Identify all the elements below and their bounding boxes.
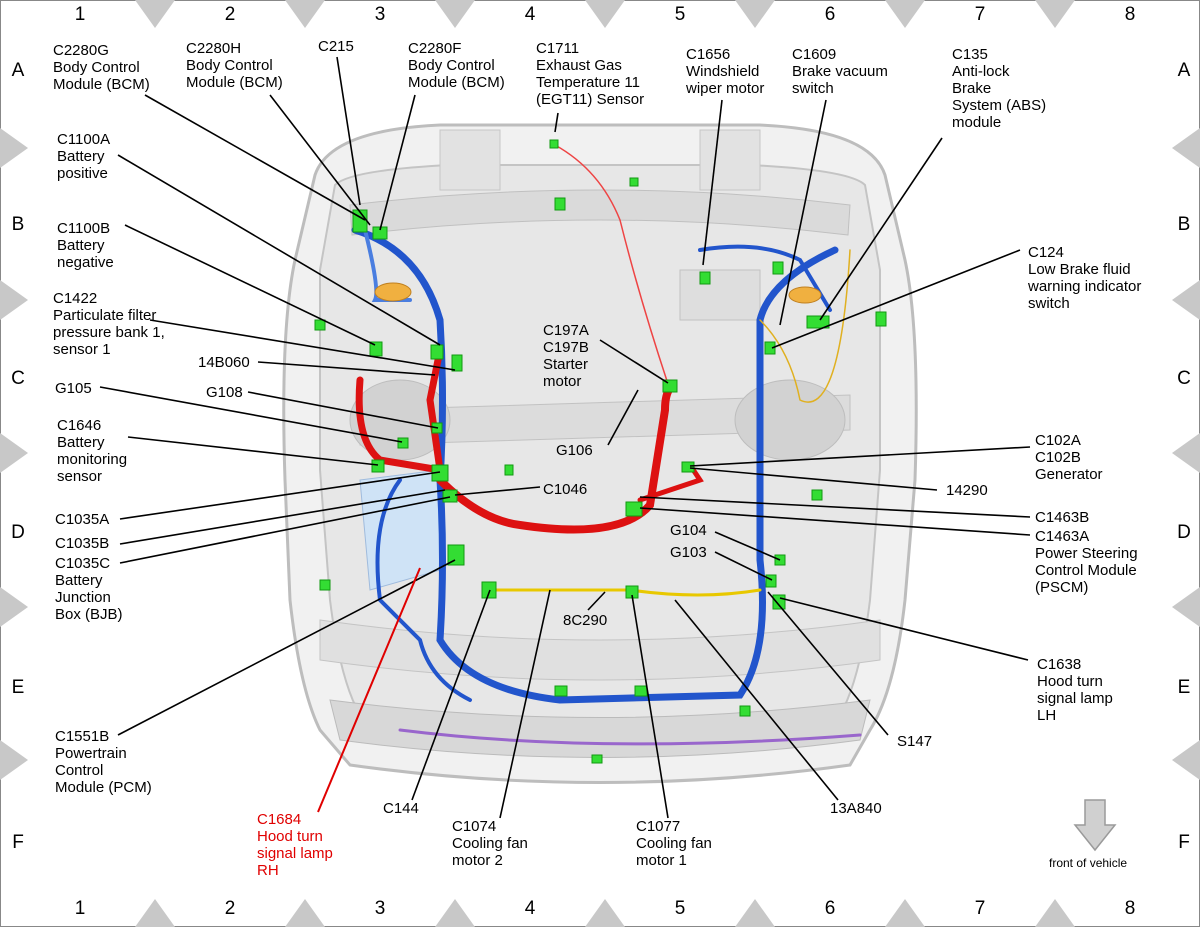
grid-row-f: F [1178,832,1190,853]
label-s147: S147 [897,733,933,750]
label-13a840: 13A840 [830,800,882,817]
label-14290: 14290 [946,482,988,499]
grid-col-5: 5 [674,4,686,25]
grid-row-e: E [1177,677,1191,698]
grid-row-c: C [11,368,25,389]
label-c144: C144 [383,800,419,817]
grid-col-3: 3 [374,898,386,919]
front-of-vehicle-label: front of vehicle [1049,856,1128,870]
grid-col-8: 8 [1124,4,1136,25]
label-g105: G105 [55,380,92,397]
grid-col-7: 7 [974,898,986,919]
label-c1035b: C1035B [55,535,110,552]
highlight-leader-line [317,567,421,813]
front-of-vehicle-arrow-icon [1073,799,1117,852]
grid-row-b: B [11,214,25,235]
label-g103: G103 [670,544,707,561]
grid-col-6: 6 [824,4,836,25]
grid-col-2: 2 [224,898,236,919]
vehicle-body [282,123,918,784]
label-c1463b: C1463B [1035,509,1090,526]
label-8c290: 8C290 [563,612,608,629]
grid-row-a: A [1177,60,1191,81]
label-g106: G106 [556,442,593,459]
grid-col-8: 8 [1124,898,1136,919]
grid-row-a: A [11,60,25,81]
label-14b060: 14B060 [198,354,250,371]
harnesses [351,144,862,746]
grid-col-7: 7 [974,4,986,25]
label-g104: G104 [670,522,707,539]
grid-col-6: 6 [824,898,836,919]
label-c215: C215 [318,38,354,55]
grid-row-b: B [1177,214,1191,235]
grid-col-4: 4 [524,898,536,919]
label-g108: G108 [206,384,243,401]
connectors [314,139,887,764]
leader-lines [99,56,1031,819]
grid-col-1: 1 [74,4,86,25]
grid-col-5: 5 [674,898,686,919]
grid-col-3: 3 [374,4,386,25]
grid-row-e: E [11,677,25,698]
grid-col-1: 1 [74,898,86,919]
grid-row-d: D [1177,522,1191,543]
grid-col-2: 2 [224,4,236,25]
grid-row-f: F [12,832,24,853]
grid-col-4: 4 [524,4,536,25]
grid-row-c: C [1177,368,1191,389]
label-c1035a: C1035A [55,511,110,528]
label-c1046: C1046 [543,481,588,498]
grid-row-d: D [11,522,25,543]
